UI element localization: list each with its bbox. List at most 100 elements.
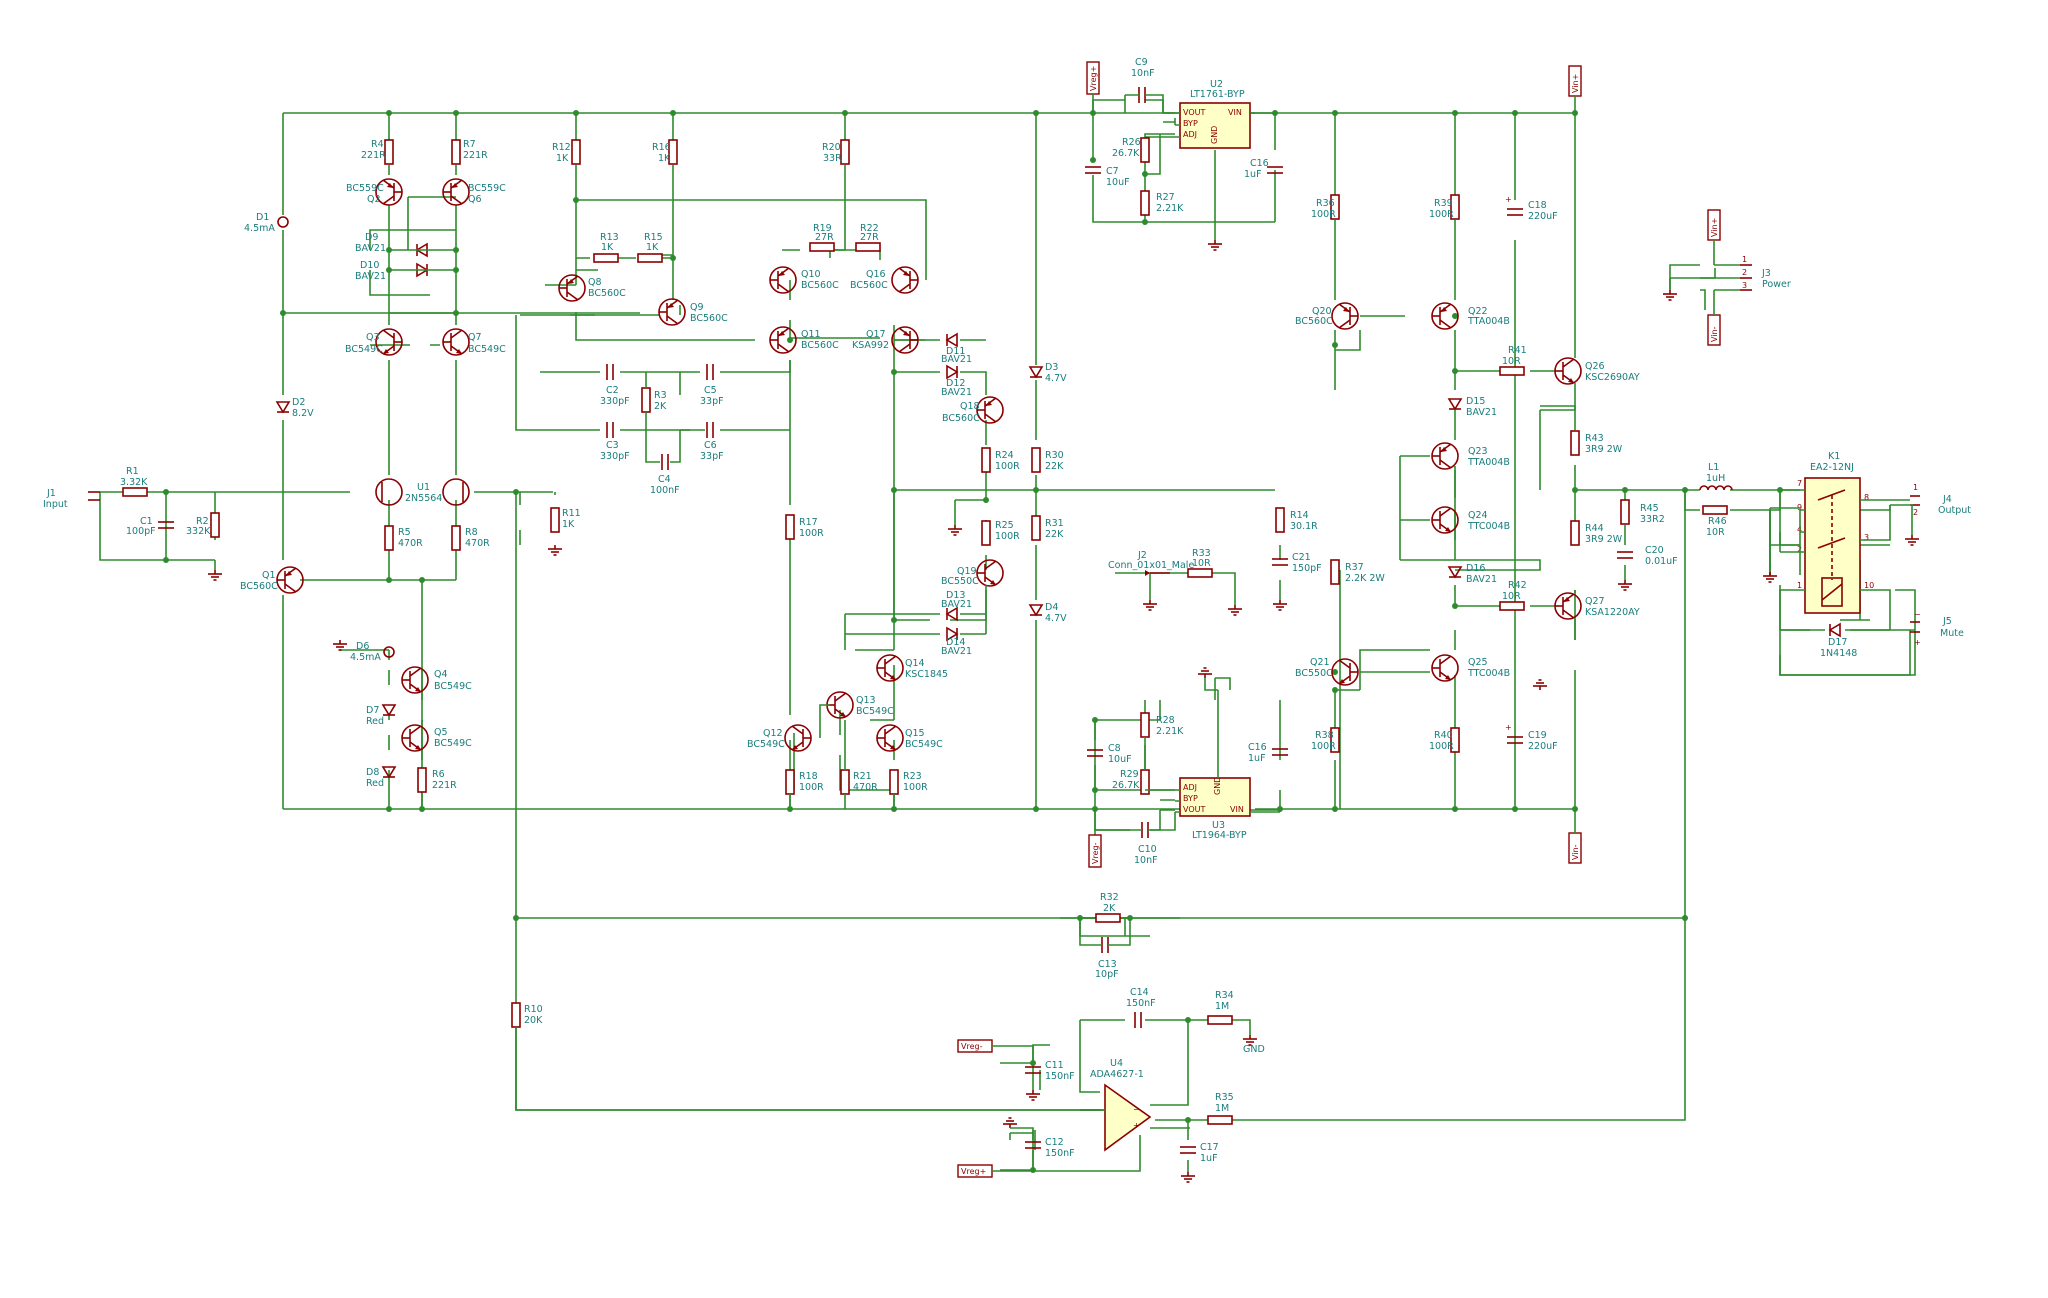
q5-ref: Q5 [434, 727, 448, 738]
svg-text:1: 1 [1797, 581, 1802, 590]
r27-ref: R27 [1156, 192, 1175, 203]
zener-d3: D3 4.7V [1029, 362, 1067, 384]
jfet-u1: U1 2N5564 [375, 478, 470, 506]
capacitor-c17: C17 1uF [1179, 1142, 1219, 1164]
r38-ref: R38 [1315, 730, 1334, 741]
connector-j4: 12 J4 Output [1910, 483, 1971, 517]
zener-d4: D4 4.7V [1029, 602, 1067, 624]
c18-value: 220uF [1528, 211, 1558, 222]
vin-minus-port-bottom: Vin- [1568, 809, 1582, 864]
transistor-q7: Q7 BC549C [442, 328, 506, 356]
capacitor-c8: C8 10uF [1086, 743, 1132, 765]
r10-value: 20K [524, 1015, 543, 1026]
c16b-ref: C16 [1248, 742, 1267, 753]
capacitor-c2: C2 330pF [600, 363, 630, 407]
d10-type: BAV21 [355, 271, 386, 282]
svg-text:1: 1 [1742, 255, 1747, 264]
transistor-q12: Q12 BC549C [747, 724, 812, 752]
q2-ref: Q2 [367, 194, 381, 205]
transistor-q1: Q1 BC560C [240, 566, 304, 594]
r13-value: 1K [601, 242, 614, 253]
r6-ref: R6 [432, 769, 445, 780]
c16b-value: 1uF [1248, 753, 1266, 764]
vreg-plus-label-servo: Vreg+ [961, 1167, 986, 1176]
r12-value: 1K [556, 153, 569, 164]
c11-value: 150nF [1045, 1071, 1075, 1082]
q13-ref: Q13 [856, 695, 876, 706]
r1-value: 3.32K [120, 477, 148, 488]
svg-text:1: 1 [1913, 483, 1918, 492]
svg-text:+: + [1133, 1121, 1140, 1130]
r35-value: 1M [1215, 1103, 1229, 1114]
c6-ref: C6 [704, 440, 717, 451]
r40-value: 100R [1429, 741, 1454, 752]
svg-text:2: 2 [1742, 268, 1747, 277]
q10-type: BC560C [801, 280, 839, 291]
c1-ref: C1 [140, 516, 153, 527]
q3-ref: Q3 [366, 332, 380, 343]
zener-d2: D2 8.2V [276, 397, 314, 419]
resistor-r32: R32 2K [1095, 892, 1121, 923]
r7-value: 221R [463, 150, 488, 161]
transistor-q25: Q25 TTC004B [1431, 654, 1510, 682]
d12-ref: D12 [946, 378, 965, 389]
svg-text:+: + [1505, 195, 1512, 204]
transistor-q26: Q26 KSC2690AY [1554, 357, 1640, 385]
q8-type: BC560C [588, 288, 626, 299]
r32-ref: R32 [1100, 892, 1119, 903]
svg-text:7: 7 [1797, 479, 1802, 488]
q8-ref: Q8 [588, 277, 602, 288]
d12-type: BAV21 [941, 387, 972, 398]
transistor-q6: Q6 BC559C [442, 178, 506, 206]
r2-value: 332K [186, 526, 211, 537]
c16a-ref: C16 [1250, 158, 1269, 169]
r41-ref: R41 [1508, 345, 1527, 356]
resistor-r45: R45 33R2 [1620, 499, 1665, 525]
transistor-q18: Q18 BC560C [942, 396, 1004, 424]
r34-ref: R34 [1215, 990, 1234, 1001]
q7-ref: Q7 [468, 332, 482, 343]
u3-pin-vin: VIN [1230, 805, 1244, 814]
c13-ref: C13 [1098, 959, 1117, 970]
resistor-r4: R4 221R [361, 139, 394, 165]
diode-d13: D13 BAV21 [941, 590, 972, 621]
r11-value: 1K [562, 519, 575, 530]
led-d8: D8 Red [366, 766, 396, 789]
resistor-r3: R3 2K [641, 387, 667, 413]
r18-value: 100R [799, 782, 824, 793]
r39-ref: R39 [1434, 198, 1453, 209]
j2-ref: J2 [1137, 550, 1147, 561]
diode-d12: D12 BAV21 [941, 365, 972, 398]
r43-ref: R43 [1585, 433, 1604, 444]
inductor-l1: L1 1uH [1699, 462, 1733, 491]
c8-ref: C8 [1108, 743, 1121, 754]
gnd-label: GND [1243, 1044, 1265, 1055]
transistor-q5: Q5 BC549C [401, 724, 472, 752]
diode-d16: D16 BAV21 [1448, 563, 1497, 585]
j4-name: Output [1938, 505, 1971, 516]
c5-ref: C5 [704, 385, 717, 396]
r19-ref: R19 [813, 223, 832, 234]
r19-value: 27R [815, 232, 834, 243]
r45-value: 33R2 [1640, 514, 1665, 525]
resistor-r37: R37 2.2K 2W [1330, 559, 1385, 585]
diode-d1: D1 4.5mA [244, 212, 289, 234]
resistor-r42: R42 10R [1499, 580, 1527, 611]
q24-type: TTC004B [1467, 521, 1510, 532]
r28-ref: R28 [1156, 715, 1175, 726]
capacitor-c12: C12 150nF [1024, 1137, 1075, 1159]
c3-ref: C3 [606, 440, 619, 451]
svg-text:8: 8 [1864, 493, 1869, 502]
c4-value: 100nF [650, 485, 680, 496]
c3-value: 330pF [600, 451, 630, 462]
capacitor-c7: C7 10uF [1084, 166, 1130, 188]
q25-ref: Q25 [1468, 657, 1488, 668]
r14-value: 30.1R [1290, 521, 1318, 532]
r7-ref: R7 [463, 139, 476, 150]
j3-vin-minus-label: Vin- [1710, 326, 1719, 342]
d17-ref: D17 [1828, 637, 1847, 648]
capacitor-c13: C13 10pF [1095, 936, 1119, 980]
r4-value: 221R [361, 150, 386, 161]
capacitor-c21: C21 150pF [1271, 552, 1322, 574]
